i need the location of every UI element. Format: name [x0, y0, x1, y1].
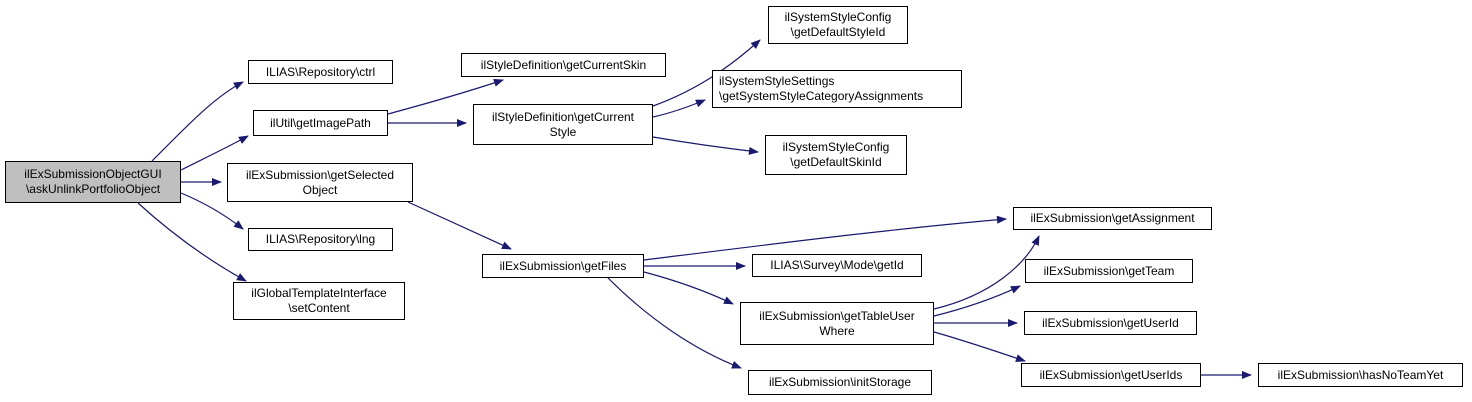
edge-get-selected-object-get-files: [407, 201, 512, 250]
node-label-line: ilExSubmission\getAssignment: [1030, 211, 1195, 225]
node-get-table-user-where[interactable]: ilExSubmission\getTableUser Where: [740, 302, 934, 345]
node-init-storage[interactable]: ilExSubmission\initStorage: [748, 370, 932, 395]
node-label-line: ilExSubmission\getFiles: [499, 258, 627, 273]
node-label-line: ilExSubmission\getUserIds: [1039, 367, 1183, 382]
node-get-current-skin[interactable]: ilStyleDefinition\getCurrentSkin: [461, 53, 666, 77]
edge-get-table-user-where-get-team: [933, 285, 1021, 317]
node-repository-ctrl[interactable]: ILIAS\Repository\ctrl: [248, 60, 393, 84]
node-label-line: ilExSubmission\getUserId: [1042, 315, 1179, 330]
node-label-line: ILIAS\Survey\Mode\getId: [770, 258, 904, 272]
node-get-assignment[interactable]: ilExSubmission\getAssignment: [1013, 207, 1212, 230]
node-get-system-style-category-assignments[interactable]: ilSystemStyleSettings \getSystemStyleCat…: [712, 70, 962, 108]
node-get-user-id[interactable]: ilExSubmission\getUserId: [1024, 311, 1197, 335]
node-label-line: ilExSubmission\hasNoTeamYet: [1277, 367, 1444, 382]
node-label-line: ilSystemStyleConfig: [784, 10, 892, 24]
node-get-default-skin-id[interactable]: ilSystemStyleConfig \getDefaultSkinId: [765, 135, 907, 175]
node-label-line: \askUnlinkPortfolioObject: [25, 182, 161, 196]
node-label-line: ilStyleDefinition\getCurrentSkin: [480, 57, 647, 72]
node-get-user-ids[interactable]: ilExSubmission\getUserIds: [1021, 363, 1201, 387]
node-label-line: ILIAS\Repository\lng: [265, 232, 376, 246]
node-label-line: \getDefaultSkinId: [790, 155, 882, 169]
node-get-current-style[interactable]: ilStyleDefinition\getCurrent Style: [473, 104, 653, 145]
node-label-line: ilStyleDefinition\getCurrent: [491, 109, 635, 124]
node-label-line: ilGlobalTemplateInterface: [251, 286, 387, 300]
node-set-content[interactable]: ilGlobalTemplateInterface \setContent: [233, 282, 405, 320]
node-label-line: Style: [549, 124, 577, 139]
node-repository-lng[interactable]: ILIAS\Repository\lng: [248, 228, 393, 251]
node-label-line: Object: [302, 182, 338, 197]
node-survey-mode-get-id[interactable]: ILIAS\Survey\Mode\getId: [752, 254, 922, 277]
node-label-line: ilExSubmission\getTableUser: [759, 308, 915, 323]
edge-get-table-user-where-get-user-ids: [933, 331, 1026, 362]
node-has-no-team-yet[interactable]: ilExSubmission\hasNoTeamYet: [1258, 363, 1463, 387]
node-get-selected-object[interactable]: ilExSubmission\getSelected Object: [227, 163, 413, 202]
edge-get-current-style-get-default-skin-id: [652, 136, 759, 155]
node-label-line: \getDefaultStyleId: [790, 25, 886, 39]
node-label-line: \getSystemStyleCategoryAssignments: [719, 89, 924, 103]
node-ask-unlink-portfolio-object: ilExSubmissionObjectGUI \askUnlinkPortfo…: [5, 161, 181, 203]
edge-get-current-style-style-cat-assign: [652, 99, 706, 118]
node-label-line: ilExSubmission\getTeam: [1043, 263, 1175, 278]
node-get-files[interactable]: ilExSubmission\getFiles: [482, 254, 644, 278]
edge-main-ctrl: [151, 81, 244, 162]
edge-get-files-get-table-user-where: [643, 271, 734, 305]
edge-main-set-content: [137, 202, 247, 282]
node-label-line: Where: [819, 323, 855, 338]
node-label-line: \setContent: [288, 301, 350, 315]
node-label-line: ilExSubmission\getSelected: [245, 167, 395, 182]
node-get-image-path[interactable]: ilUtil\getImagePath: [253, 110, 388, 136]
node-label-line: ilUtil\getImagePath: [270, 115, 371, 130]
node-label-line: ilSystemStyleConfig: [782, 140, 890, 154]
node-label-line: ilSystemStyleSettings: [719, 74, 835, 88]
node-label-line: ilExSubmissionObjectGUI: [24, 167, 162, 181]
node-get-team[interactable]: ilExSubmission\getTeam: [1025, 259, 1193, 283]
node-get-default-style-id[interactable]: ilSystemStyleConfig \getDefaultStyleId: [768, 6, 908, 44]
edge-get-files-init-storage: [607, 277, 742, 369]
edge-get-table-user-where-get-assignment: [933, 235, 1040, 310]
node-label-line: ILIAS\Repository\ctrl: [265, 64, 376, 79]
node-label-line: ilExSubmission\initStorage: [768, 375, 912, 389]
